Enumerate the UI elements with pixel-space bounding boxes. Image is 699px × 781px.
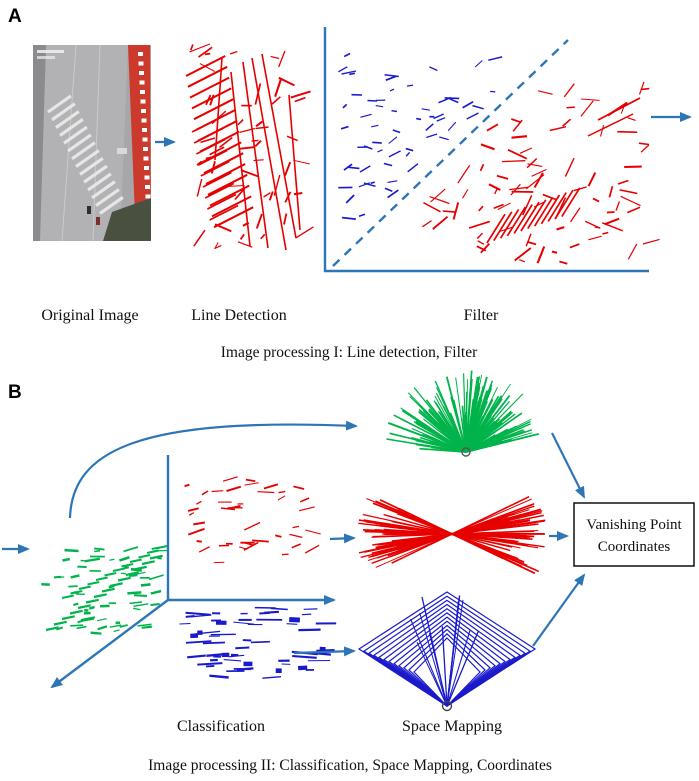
panel-b: B Vanishing Point Coordinates	[2, 370, 695, 774]
original-image-label: Original Image	[41, 307, 138, 324]
photo-pedestrian	[96, 217, 100, 225]
arrow-class-to-blue-mapping	[293, 646, 356, 657]
photo-crosswalk-stripes	[47, 94, 124, 215]
blue-line-diamond	[357, 591, 537, 707]
filter-threshold-line	[332, 39, 569, 267]
panel-b-letter: B	[8, 382, 22, 403]
photo-road-left-edge	[33, 45, 46, 241]
vanishing-point-box: Vanishing Point Coordinates	[573, 502, 695, 567]
green-line-fan	[386, 370, 540, 453]
classification-red-segments	[184, 476, 321, 564]
photo-osd-text-mark	[37, 50, 64, 53]
vanishing-point-box-line1: Vanishing Point	[586, 517, 682, 533]
classification-green-segments	[41, 545, 168, 635]
filter-kept-segments	[338, 52, 503, 220]
classification-plot	[41, 455, 337, 689]
photo-lane-line	[92, 44, 101, 242]
panel-a: A Original Image L	[8, 6, 692, 361]
arrow-class-to-green-mapping	[68, 420, 358, 519]
filter-removed-segments	[422, 81, 660, 265]
photo-road-center	[38, 45, 128, 241]
line-detection-label: Line Detection	[191, 307, 287, 324]
photo-roadside-greenery	[103, 198, 151, 241]
photo-pedestrian	[87, 206, 91, 214]
line-detection-plot	[185, 43, 314, 251]
filter-label: Filter	[464, 307, 499, 324]
arrow-blue-to-box	[532, 573, 586, 647]
green-vanishing-point-circle	[461, 447, 471, 457]
panel-b-caption: Image processing II: Classification, Spa…	[148, 757, 552, 774]
space-mapping-red	[358, 495, 546, 575]
space-mapping-label: Space Mapping	[402, 718, 502, 735]
filter-plot	[323, 27, 660, 273]
vanishing-point-box-line2: Coordinates	[598, 539, 671, 555]
classification-blue-segments	[179, 606, 337, 679]
arrow-class-to-red-mapping	[329, 533, 356, 544]
vanishing-point-box-frame	[573, 502, 695, 567]
arrow-green-to-box	[551, 432, 585, 499]
classification-label: Classification	[177, 718, 265, 735]
space-mapping-blue	[357, 591, 537, 712]
photo-lane-line	[61, 44, 77, 242]
photo-osd-text-mark	[37, 56, 55, 59]
space-mapping-green	[386, 370, 540, 457]
photo-red-banner	[128, 45, 151, 241]
original-image-photo	[33, 44, 152, 242]
photo-vehicle	[117, 148, 127, 154]
panel-a-letter: A	[8, 6, 22, 27]
blue-vanishing-point-circle	[441, 700, 453, 712]
panel-a-caption: Image processing I: Line detection, Filt…	[221, 344, 478, 361]
classification-depth-axis	[50, 599, 169, 689]
